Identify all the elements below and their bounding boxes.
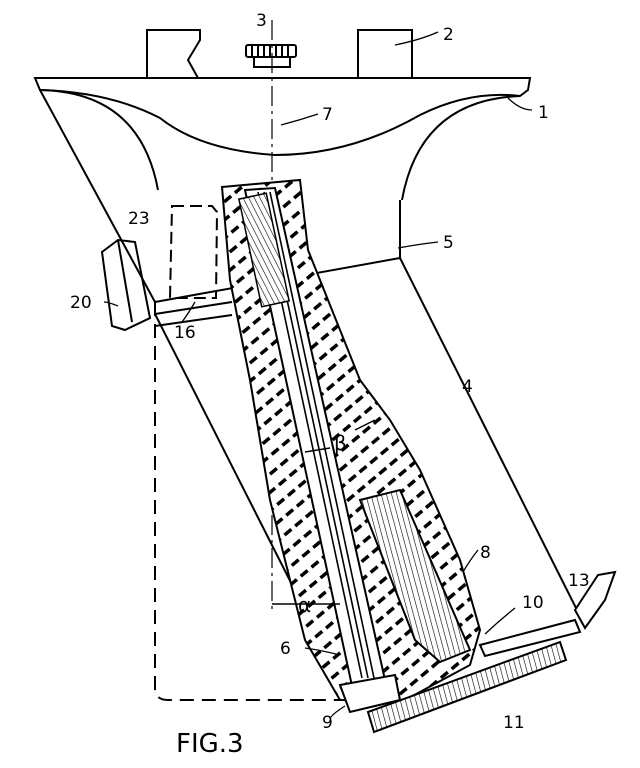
label-11: 11 xyxy=(503,713,525,733)
label-3: 3 xyxy=(256,11,267,31)
screw-part-3 xyxy=(245,44,297,68)
label-10: 10 xyxy=(522,593,544,613)
label-8: 8 xyxy=(480,543,491,563)
label-2: 2 xyxy=(443,25,454,45)
figure-caption: FIG.3 xyxy=(176,729,244,759)
clamp-left xyxy=(146,29,201,79)
label-5: 5 xyxy=(443,233,454,253)
label-23: 23 xyxy=(128,209,150,229)
label-13: 13 xyxy=(568,571,590,591)
label-20: 20 xyxy=(70,293,92,313)
label-6: 6 xyxy=(280,639,291,659)
clamp-right xyxy=(357,29,413,78)
label-alpha: α xyxy=(298,593,311,617)
dashed-body-outline xyxy=(154,302,346,701)
label-1: 1 xyxy=(538,103,549,123)
insert-part-8 xyxy=(358,488,472,664)
label-16: 16 xyxy=(174,323,196,343)
head-plate-part-1 xyxy=(33,77,532,157)
label-4: 4 xyxy=(462,377,473,397)
label-beta: β xyxy=(334,431,347,455)
head-flange-lines xyxy=(39,89,521,201)
plate-part-11 xyxy=(366,640,568,734)
part-13 xyxy=(573,570,617,630)
label-7: 7 xyxy=(322,105,333,125)
dashed-part-23 xyxy=(168,205,219,299)
part-10 xyxy=(478,618,582,658)
label-9: 9 xyxy=(322,713,333,733)
shaft-thread xyxy=(237,192,291,308)
